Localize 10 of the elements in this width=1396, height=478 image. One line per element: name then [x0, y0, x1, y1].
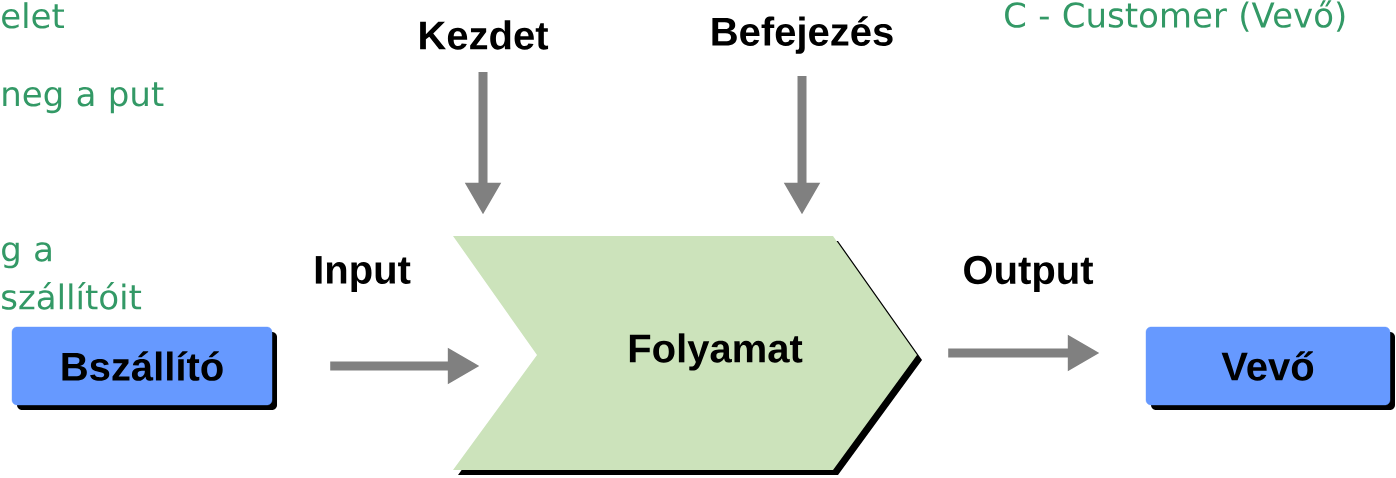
process-box: Vevő [1145, 326, 1395, 410]
edge-label: Output [960, 253, 1096, 295]
process-chevron: Folyamat [453, 236, 922, 475]
process-box: Bszállító [11, 326, 277, 410]
note-text: neg a put [3, 82, 164, 114]
note-text: C - Customer (Vevő) [1005, 0, 1345, 32]
note-text: elet [2, 2, 64, 29]
stage-label: Befejezés [712, 16, 893, 54]
edge-label: Input [311, 254, 413, 294]
stage-label: Kezdet [420, 20, 549, 50]
